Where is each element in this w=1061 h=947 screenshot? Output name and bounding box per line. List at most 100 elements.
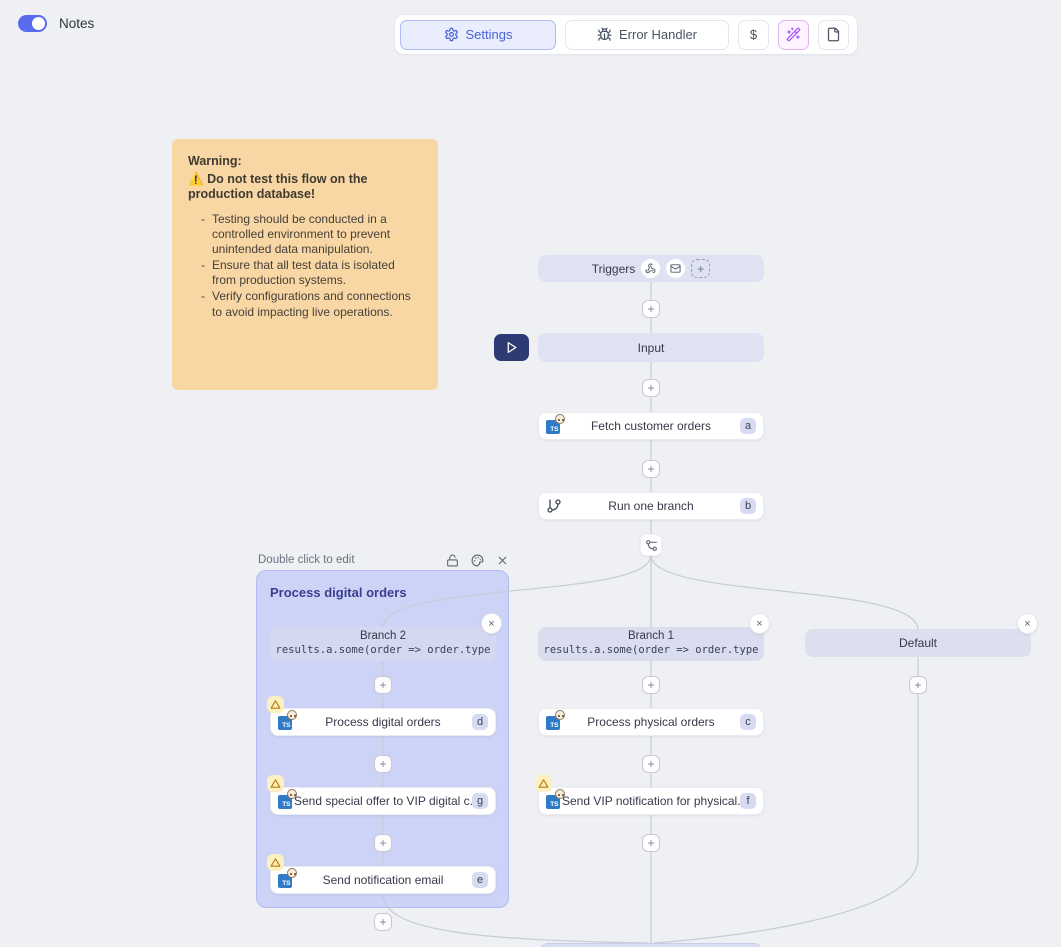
delete-default-branch-button[interactable]: ×	[1017, 613, 1038, 634]
bun-runtime-icon	[287, 868, 297, 878]
node-id-badge: e	[472, 872, 488, 888]
webhook-icon	[645, 263, 656, 274]
typescript-icon: TS	[278, 710, 297, 730]
node-label: Process physical orders	[587, 715, 715, 729]
add-step-button[interactable]: +	[642, 755, 660, 773]
lock-icon[interactable]	[446, 554, 459, 567]
branch2-node[interactable]: Branch 2 results.a.some(order => order.t…	[270, 627, 496, 661]
node-id-badge: g	[472, 793, 488, 809]
node-send-vip-notification[interactable]: TS Send VIP notification for physical...…	[538, 787, 764, 815]
node-process-physical-orders[interactable]: TS Process physical orders c	[538, 708, 764, 736]
note-bullet-list: Testing should be conducted in a control…	[188, 212, 422, 320]
group-title: Process digital orders	[270, 585, 407, 600]
note-bullet: Verify configurations and connections to…	[201, 289, 422, 319]
bottom-merge-node[interactable]	[540, 943, 762, 947]
group-edit-hint: Double click to edit	[258, 554, 355, 566]
mail-icon	[670, 264, 681, 273]
node-fetch-customer-orders[interactable]: TS Fetch customer orders a	[538, 412, 764, 440]
bun-runtime-icon	[555, 789, 565, 799]
add-step-button[interactable]: +	[374, 755, 392, 773]
add-step-button[interactable]: +	[642, 834, 660, 852]
typescript-icon: TS	[546, 414, 565, 434]
note-bullet: Ensure that all test data is isolated fr…	[201, 258, 422, 288]
triggers-node[interactable]: Triggers +	[538, 255, 764, 282]
warning-badge	[267, 775, 284, 792]
node-id-badge: d	[472, 714, 488, 730]
file-icon	[827, 27, 840, 42]
typescript-icon: TS	[546, 710, 565, 730]
add-step-button[interactable]: +	[642, 460, 660, 478]
bun-runtime-icon	[555, 414, 565, 424]
branch-split-icon	[640, 534, 662, 556]
node-id-badge: c	[740, 714, 756, 730]
node-label: Send VIP notification for physical...	[562, 794, 740, 808]
settings-button[interactable]: Settings	[400, 19, 556, 50]
branch-expression: results.a.some(order => order.type	[275, 644, 491, 657]
node-send-notification-email[interactable]: TS Send notification email e	[270, 866, 496, 894]
add-step-button[interactable]: +	[642, 676, 660, 694]
branch1-node[interactable]: Branch 1 results.a.some(order => order.t…	[538, 627, 764, 661]
default-branch-label: Default	[898, 636, 938, 650]
notes-toggle-group: Notes	[18, 15, 94, 32]
input-node[interactable]: Input	[538, 333, 764, 362]
notes-label: Notes	[59, 16, 95, 31]
node-send-special-offer[interactable]: TS Send special offer to VIP digital c..…	[270, 787, 496, 815]
group-process-digital-orders[interactable]	[256, 570, 509, 908]
git-branch-icon	[547, 499, 561, 513]
test-flow-play-button[interactable]	[494, 334, 529, 361]
add-trigger-button[interactable]: +	[691, 259, 711, 278]
node-label: Send notification email	[322, 873, 444, 887]
group-header: Double click to edit	[258, 552, 509, 568]
warning-badge	[267, 696, 284, 713]
bun-runtime-icon	[287, 789, 297, 799]
delete-branch2-button[interactable]: ×	[481, 613, 502, 634]
node-label: Run one branch	[608, 499, 694, 513]
email-trigger-button[interactable]	[666, 259, 686, 278]
add-step-button[interactable]: +	[374, 834, 392, 852]
play-icon	[507, 341, 517, 354]
branch-label: Branch 1	[627, 630, 675, 643]
palette-icon[interactable]	[471, 554, 484, 567]
node-label: Process digital orders	[325, 715, 441, 729]
remove-group-icon[interactable]	[496, 554, 509, 567]
warning-badge	[535, 775, 552, 792]
delete-branch1-button[interactable]: ×	[749, 613, 770, 634]
branch-label: Branch 2	[359, 630, 407, 643]
node-label: Send special offer to VIP digital c...	[294, 794, 472, 808]
error-handler-button[interactable]: Error Handler	[565, 19, 729, 50]
gear-icon	[444, 27, 458, 42]
add-step-button[interactable]: +	[374, 676, 392, 694]
triggers-label: Triggers	[591, 261, 636, 276]
warning-emoji-icon: ⚠️	[188, 171, 204, 186]
settings-label: Settings	[465, 27, 513, 42]
bun-runtime-icon	[555, 710, 565, 720]
input-label: Input	[637, 340, 665, 355]
wand-sparkles-icon	[786, 27, 801, 42]
note-alert: ⚠️ Do not test this flow on the producti…	[188, 171, 368, 202]
warning-badge	[267, 854, 284, 871]
note-bullet: Testing should be conducted in a control…	[201, 212, 422, 257]
default-branch-node[interactable]: Default	[805, 629, 1031, 657]
warning-note[interactable]: Warning: ⚠️ Do not test this flow on the…	[172, 139, 438, 390]
add-step-button[interactable]: +	[642, 379, 660, 397]
notes-toggle[interactable]	[18, 15, 47, 32]
typescript-icon: TS	[278, 868, 297, 888]
dollar-label: $	[749, 27, 758, 42]
typescript-icon: TS	[278, 789, 297, 809]
file-button[interactable]	[818, 19, 849, 50]
branch-expression: results.a.some(order => order.type	[543, 644, 759, 657]
add-step-button[interactable]: +	[374, 913, 392, 931]
node-run-one-branch[interactable]: Run one branch b	[538, 492, 764, 520]
node-id-badge: f	[740, 793, 756, 809]
dollar-button[interactable]: $	[738, 19, 769, 50]
add-step-button[interactable]: +	[642, 300, 660, 318]
ai-wand-button[interactable]	[778, 19, 809, 50]
toggle-knob	[32, 17, 45, 30]
node-label: Fetch customer orders	[590, 419, 712, 433]
add-step-button[interactable]: +	[909, 676, 927, 694]
error-handler-label: Error Handler	[618, 27, 698, 42]
webhook-trigger-button[interactable]	[641, 259, 661, 278]
node-process-digital-orders[interactable]: TS Process digital orders d	[270, 708, 496, 736]
